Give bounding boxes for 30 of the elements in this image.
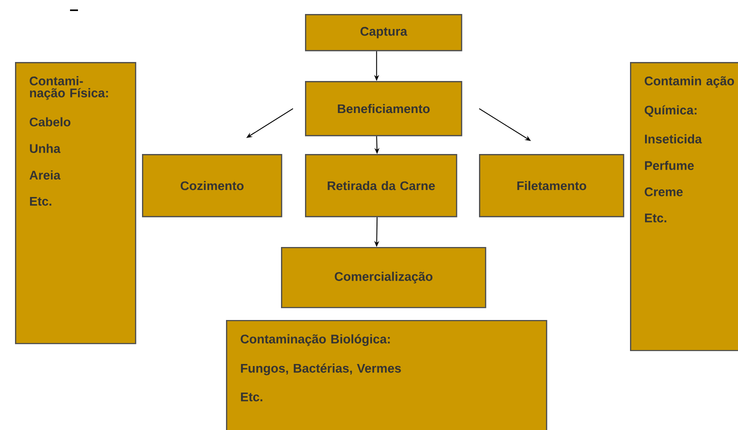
box-text: Creme	[644, 187, 683, 196]
box-text: Contaminação Biológica:	[240, 334, 390, 346]
box-label: Retirada da Carne	[328, 181, 435, 190]
process-box	[305, 154, 458, 218]
box-label: Comercialização	[334, 272, 432, 284]
box-text: Química:	[644, 105, 696, 117]
box-label: Filetamento	[517, 181, 586, 190]
box-text: Cabelo	[30, 117, 70, 126]
box-text: Inseticida	[645, 134, 702, 144]
box-label: Captura	[360, 26, 408, 38]
box-label: Cozimento	[180, 181, 244, 190]
box-text: Etc.	[645, 214, 666, 222]
process-box	[142, 154, 282, 218]
process-box	[226, 320, 548, 430]
box-text: Etc.	[241, 392, 262, 402]
box-text: Contami- nação Física:	[30, 76, 108, 100]
process-box	[630, 62, 738, 352]
process-box	[15, 62, 136, 344]
process-box	[479, 154, 624, 218]
box-text: Perfume	[645, 160, 694, 170]
box-text: Contamin ação	[644, 76, 734, 88]
box-text: Areia	[30, 170, 61, 180]
process-box	[281, 246, 486, 308]
box-text: Unha	[30, 144, 61, 153]
process-box	[305, 14, 462, 52]
box-text: Fungos, Bactérias, Vermes	[241, 363, 401, 376]
process-box	[305, 81, 462, 136]
box-label: Beneficiamento	[338, 104, 430, 114]
box-text: Etc.	[30, 196, 52, 206]
dash-mark: –	[70, 9, 78, 12]
